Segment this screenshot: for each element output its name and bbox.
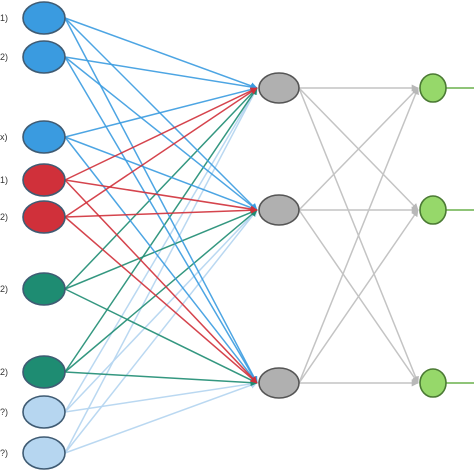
input-node-label: x) [0, 132, 8, 142]
input-node-circle [22, 272, 66, 306]
input-node-4: 1) [0, 163, 66, 197]
edge-input-9-to-hidden-1 [64, 87, 258, 454]
input-node-label: 2) [0, 284, 8, 294]
input-node-circle [22, 120, 66, 154]
edge-input-7-to-hidden-3 [64, 371, 258, 387]
edge-input-5-to-hidden-1 [64, 87, 258, 218]
edge-input-9-to-hidden-3 [64, 381, 258, 454]
edge-input-4-to-hidden-3 [64, 179, 258, 384]
input-node-5: 2) [0, 200, 66, 234]
input-node-1: 1) [0, 1, 66, 35]
output-layer [419, 73, 447, 398]
edge-hidden-2-to-output-1 [298, 87, 419, 211]
input-node-circle [22, 1, 66, 35]
input-node-label: 2) [0, 367, 8, 377]
edge-input-8-to-hidden-2 [64, 209, 258, 413]
input-node-label: ?) [0, 407, 8, 417]
input-node-circle [22, 163, 66, 197]
input-node-circle [22, 355, 66, 389]
edge-input-6-to-hidden-3 [64, 288, 258, 384]
edge-input-5-to-hidden-3 [64, 216, 258, 384]
input-node-circle [22, 200, 66, 234]
edge-input-8-to-hidden-3 [64, 380, 258, 413]
input-node-circle [22, 40, 66, 74]
hidden-layer [258, 72, 300, 399]
output-lines [446, 87, 474, 384]
hidden-node-3 [258, 367, 300, 399]
edge-hidden-3-to-output-2 [298, 209, 419, 384]
edge-input-3-to-hidden-1 [64, 86, 258, 138]
edge-input-1-to-hidden-3 [64, 17, 258, 384]
input-node-label: ?) [0, 448, 8, 458]
edge-input-7-to-hidden-1 [64, 87, 258, 373]
hidden-node-2 [258, 194, 300, 226]
edge-input-3-to-hidden-3 [64, 136, 258, 384]
input-hidden-edges [64, 17, 258, 454]
input-node-6: 2) [0, 272, 66, 306]
edge-input-1-to-hidden-1 [64, 17, 258, 90]
input-node-3: x) [0, 120, 66, 154]
edge-input-7-to-hidden-2 [64, 209, 258, 373]
input-node-circle [22, 436, 66, 470]
input-node-9: ?) [0, 436, 66, 470]
hidden-output-edges [298, 84, 419, 387]
edge-input-5-to-hidden-2 [64, 206, 258, 218]
output-node-3 [419, 368, 447, 398]
edge-input-3-to-hidden-2 [64, 136, 258, 212]
input-node-label: 2) [0, 212, 8, 222]
input-node-label: 1) [0, 13, 8, 23]
input-node-7: 2) [0, 355, 66, 389]
output-node-1 [419, 73, 447, 103]
edge-input-9-to-hidden-2 [64, 209, 258, 454]
edge-input-6-to-hidden-2 [64, 209, 258, 290]
edge-input-4-to-hidden-1 [64, 87, 258, 181]
edge-input-2-to-hidden-1 [64, 56, 258, 91]
edge-input-4-to-hidden-2 [64, 179, 258, 213]
hidden-node-1 [258, 72, 300, 104]
input-node-label: 1) [0, 175, 8, 185]
edge-input-2-to-hidden-3 [64, 56, 258, 384]
input-node-2: 2) [0, 40, 66, 74]
input-node-8: ?) [0, 395, 66, 429]
input-node-circle [22, 395, 66, 429]
output-node-2 [419, 195, 447, 225]
edge-input-6-to-hidden-1 [64, 87, 258, 290]
input-node-label: 2) [0, 52, 8, 62]
edge-input-1-to-hidden-2 [64, 17, 258, 211]
edge-hidden-3-to-output-1 [298, 87, 419, 384]
input-layer: 1) 2) x) 1) 2) 2) 2)?)?) [0, 1, 66, 470]
